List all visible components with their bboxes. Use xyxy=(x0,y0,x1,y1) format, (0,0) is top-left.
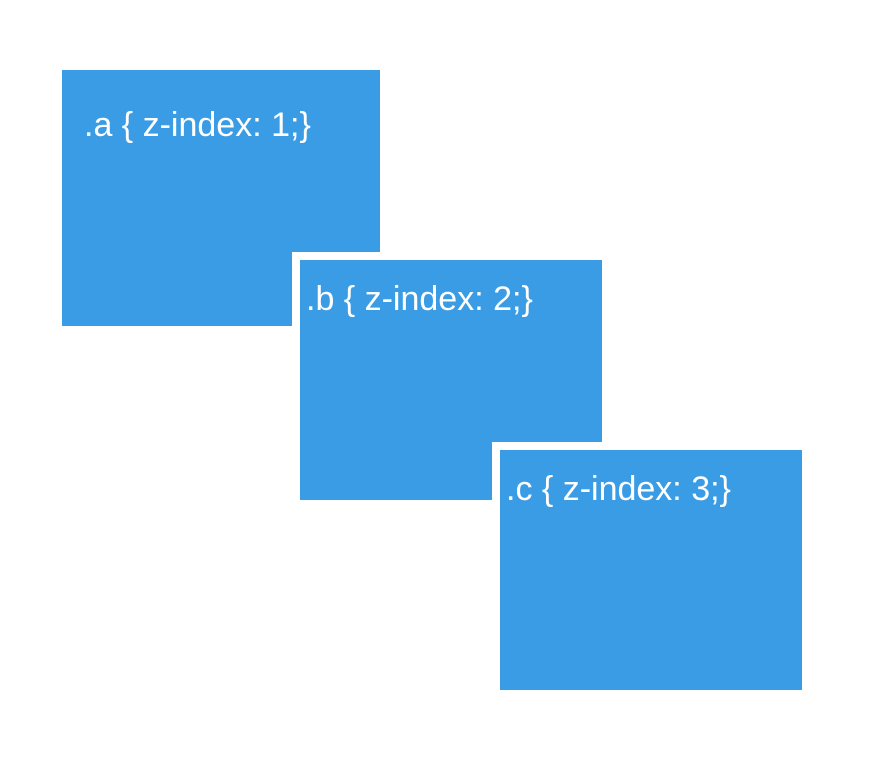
box-b-label: .b { z-index: 2;} xyxy=(306,280,533,318)
box-c-label: .c { z-index: 3;} xyxy=(506,470,731,508)
box-a: .a { z-index: 1;} xyxy=(62,70,380,326)
box-c: .c { z-index: 3;} xyxy=(492,442,810,698)
box-a-label: .a { z-index: 1;} xyxy=(84,106,311,144)
